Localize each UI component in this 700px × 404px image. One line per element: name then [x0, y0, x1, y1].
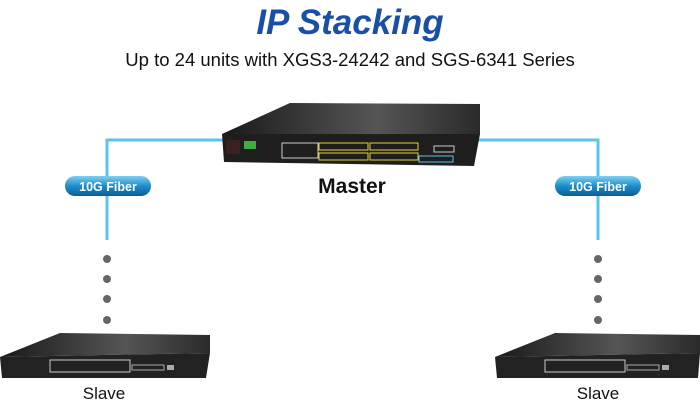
master-label: Master	[318, 175, 386, 198]
fiber-badge-left-label: 10G Fiber	[79, 180, 137, 194]
fiber-badge-right-label: 10G Fiber	[569, 180, 627, 194]
subtitle: Up to 24 units with XGS3-24242 and SGS-6…	[125, 49, 574, 70]
continuation-dots-left	[103, 255, 111, 324]
page-title: IP Stacking	[256, 3, 443, 42]
fiber-line-right	[470, 138, 600, 240]
fiber-badge-right: 10G Fiber	[555, 176, 641, 196]
fiber-line-left	[105, 138, 230, 240]
slave-switch-right	[495, 333, 700, 378]
fiber-badge-left: 10G Fiber	[65, 176, 151, 196]
slave-label-left: Slave	[83, 384, 126, 403]
slave-switch-left	[0, 333, 210, 378]
slave-label-right: Slave	[577, 384, 620, 403]
master-switch	[222, 103, 480, 166]
continuation-dots-right	[594, 255, 602, 324]
